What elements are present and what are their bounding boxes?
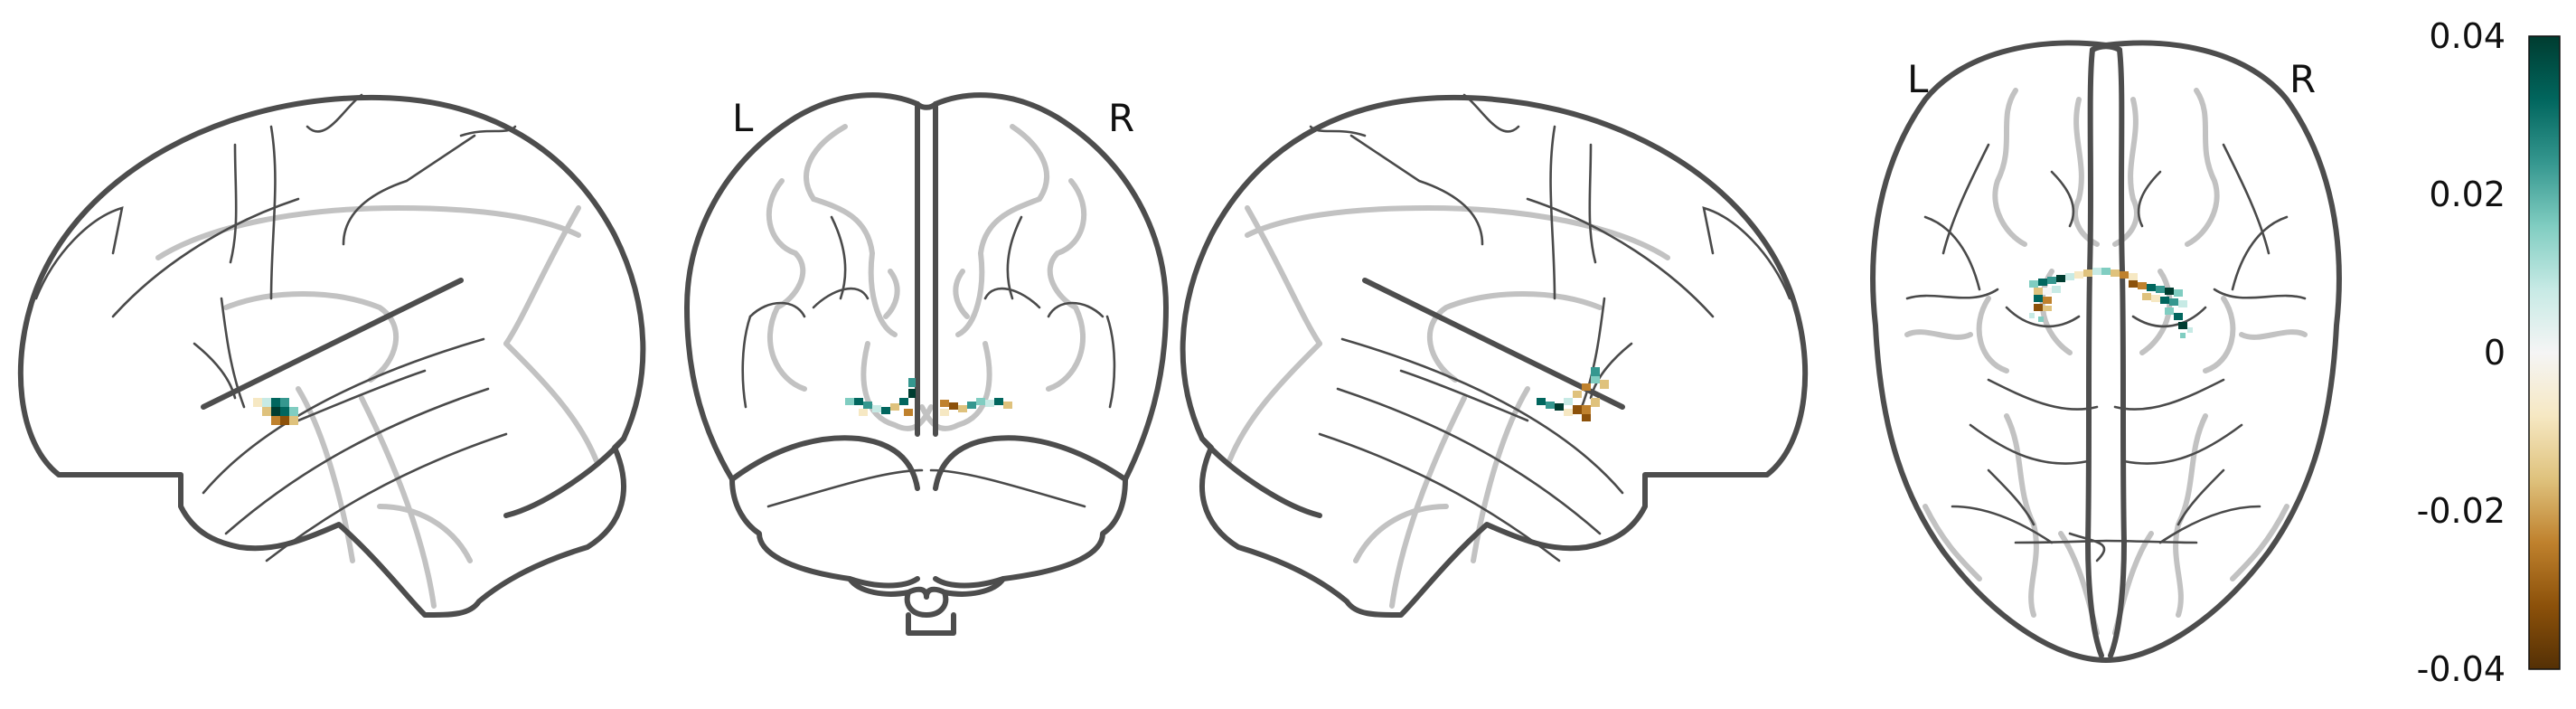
colorbar-ticks: 0.04 0.02 0 -0.02 -0.04 bbox=[2417, 16, 2505, 689]
axial-view: L R bbox=[1870, 40, 2342, 663]
axial-activation bbox=[2029, 268, 2193, 338]
colorbar-tick-label: -0.04 bbox=[2417, 649, 2505, 689]
sagittal-right-activation bbox=[1537, 367, 1609, 421]
axial-left-label: L bbox=[1907, 57, 1929, 101]
axial-sulci bbox=[1905, 143, 2307, 562]
sagittal-left-outline bbox=[17, 94, 646, 618]
sagittal-right-outline bbox=[1180, 94, 1809, 618]
coronal-activation bbox=[845, 378, 1012, 416]
colorbar-tick-label: 0.04 bbox=[2429, 16, 2505, 56]
sagittal-right-view bbox=[1180, 93, 1809, 618]
axial-light-contours bbox=[1904, 88, 2308, 636]
sagittal-left-view bbox=[17, 93, 646, 618]
coronal-left-label: L bbox=[732, 96, 754, 140]
coronal-light-contours bbox=[766, 124, 1087, 431]
colorbar-tick-label: 0.02 bbox=[2429, 175, 2505, 214]
coronal-right-label: R bbox=[1108, 96, 1134, 140]
sagittal-left-sulci bbox=[34, 93, 517, 562]
axial-right-label: R bbox=[2289, 57, 2316, 101]
sagittal-left-activation bbox=[253, 398, 298, 425]
coronal-outline bbox=[684, 92, 1169, 636]
sagittal-right-sulci bbox=[1309, 93, 1791, 562]
coronal-view: L R bbox=[684, 92, 1169, 636]
colorbar-gradient bbox=[2528, 35, 2561, 670]
sagittal-right-light-contours bbox=[1227, 204, 1670, 609]
colorbar: 0.04 0.02 0 -0.02 -0.04 bbox=[2417, 16, 2561, 689]
axial-outline bbox=[1870, 40, 2342, 663]
colorbar-tick-label: -0.02 bbox=[2417, 491, 2505, 531]
colorbar-tick-label: 0 bbox=[2484, 333, 2505, 373]
coronal-sulci bbox=[741, 215, 1116, 508]
sagittal-left-light-contours bbox=[155, 204, 599, 609]
